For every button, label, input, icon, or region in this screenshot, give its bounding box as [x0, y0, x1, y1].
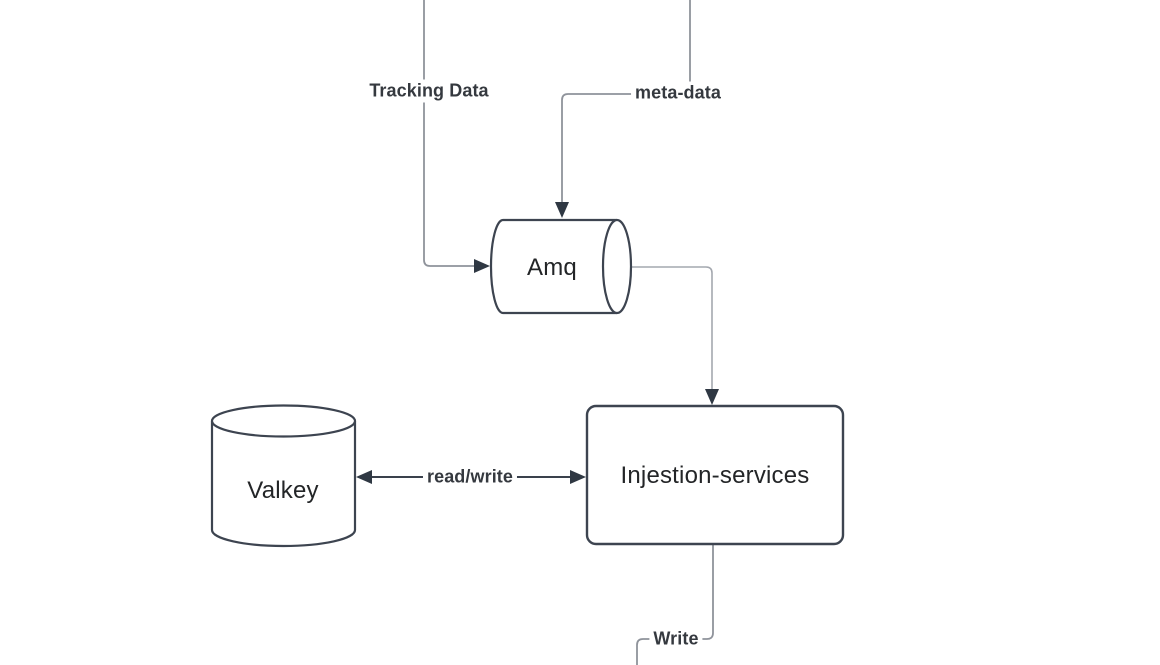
amq-cylinder[interactable]: [489, 218, 633, 315]
edge-label-write[interactable]: Write: [649, 627, 703, 651]
node-label-injestion-services[interactable]: Injestion-services: [620, 462, 810, 489]
arrowhead-into-injestion-top: [705, 389, 719, 405]
arrowhead-into-injestion-left: [570, 470, 586, 484]
edge-label-read-write[interactable]: read/write: [422, 465, 518, 489]
edge-amq-to-injestion-services[interactable]: [630, 266, 719, 405]
edge-tracking-data[interactable]: [423, 0, 490, 273]
node-label-valkey[interactable]: Valkey: [247, 477, 319, 504]
injestion-services-box[interactable]: [585, 404, 845, 546]
edge-label-tracking-data[interactable]: Tracking Data: [365, 79, 493, 103]
edge-label-meta-data[interactable]: meta-data: [631, 81, 725, 105]
arrowhead-into-amq-left: [474, 259, 490, 273]
arrowhead-into-amq-top: [555, 202, 569, 218]
arrowhead-into-valkey: [356, 470, 372, 484]
node-label-amq[interactable]: Amq: [527, 254, 577, 281]
edge-meta-data[interactable]: [555, 0, 691, 218]
valkey-cylinder[interactable]: [210, 404, 357, 548]
